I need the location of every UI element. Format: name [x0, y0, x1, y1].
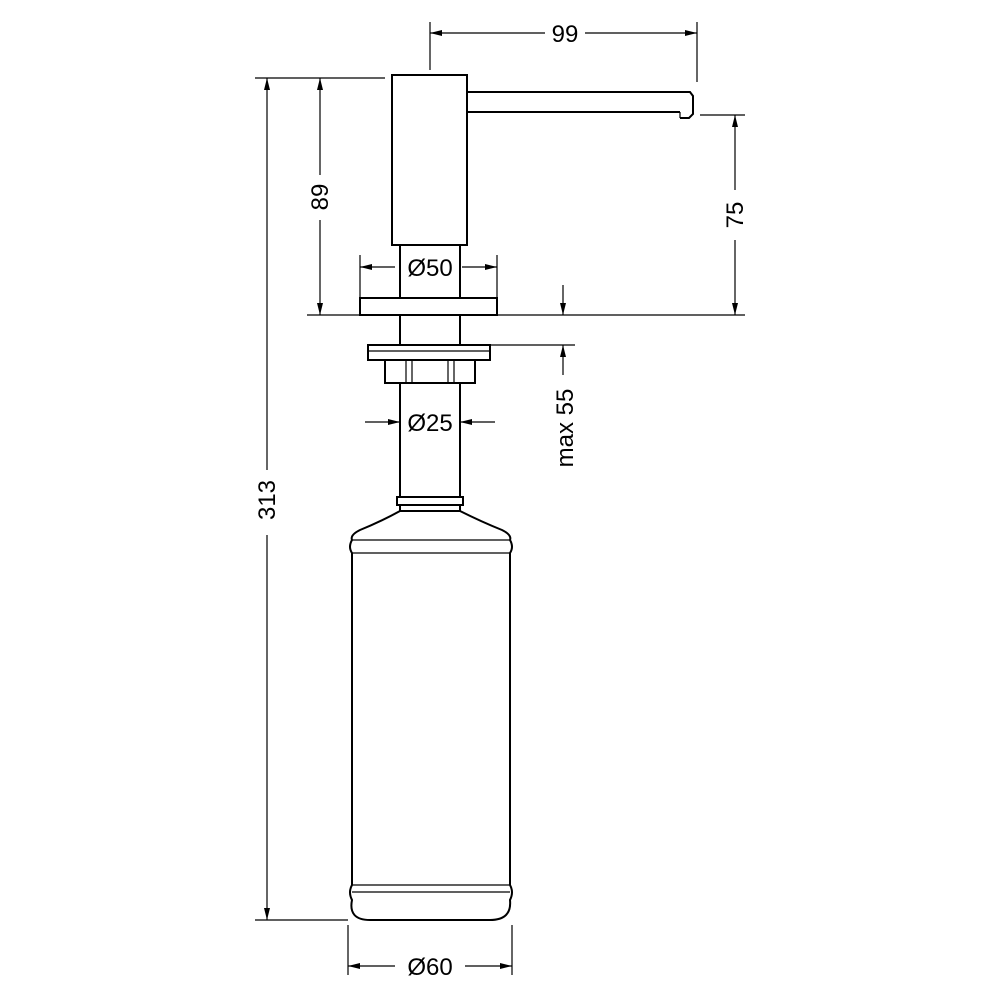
spout [467, 91, 694, 119]
dim-label-89: 89 [307, 184, 334, 211]
dim-body-diameter: Ø50 [359, 255, 498, 298]
dim-label-75: 75 [722, 202, 749, 229]
dim-label-313: 313 [254, 480, 281, 520]
dispenser-part [349, 74, 694, 921]
dim-label-o50: Ø50 [407, 255, 452, 282]
bottle-cap-ring [396, 496, 464, 506]
dim-bottle-diameter: Ø60 [347, 925, 513, 981]
dim-total-height: 313 [254, 77, 385, 921]
washer [367, 344, 491, 361]
flange [359, 297, 498, 316]
bottle-body [349, 510, 513, 921]
dim-body-height: 89 [307, 78, 360, 316]
dim-label-max55: max 55 [552, 389, 579, 468]
dim-label-o60: Ø60 [407, 954, 452, 981]
dim-max-countertop: max 55 [490, 285, 579, 467]
dim-shank-diameter: Ø25 [365, 410, 495, 437]
bottle-neck [399, 505, 461, 512]
nut [384, 359, 476, 384]
dim-label-99: 99 [552, 21, 579, 48]
dim-spout-height: 75 [497, 114, 749, 316]
dim-spout-reach: 99 [429, 21, 698, 82]
pump-head-body [391, 74, 468, 246]
dim-label-o25: Ø25 [407, 410, 452, 437]
